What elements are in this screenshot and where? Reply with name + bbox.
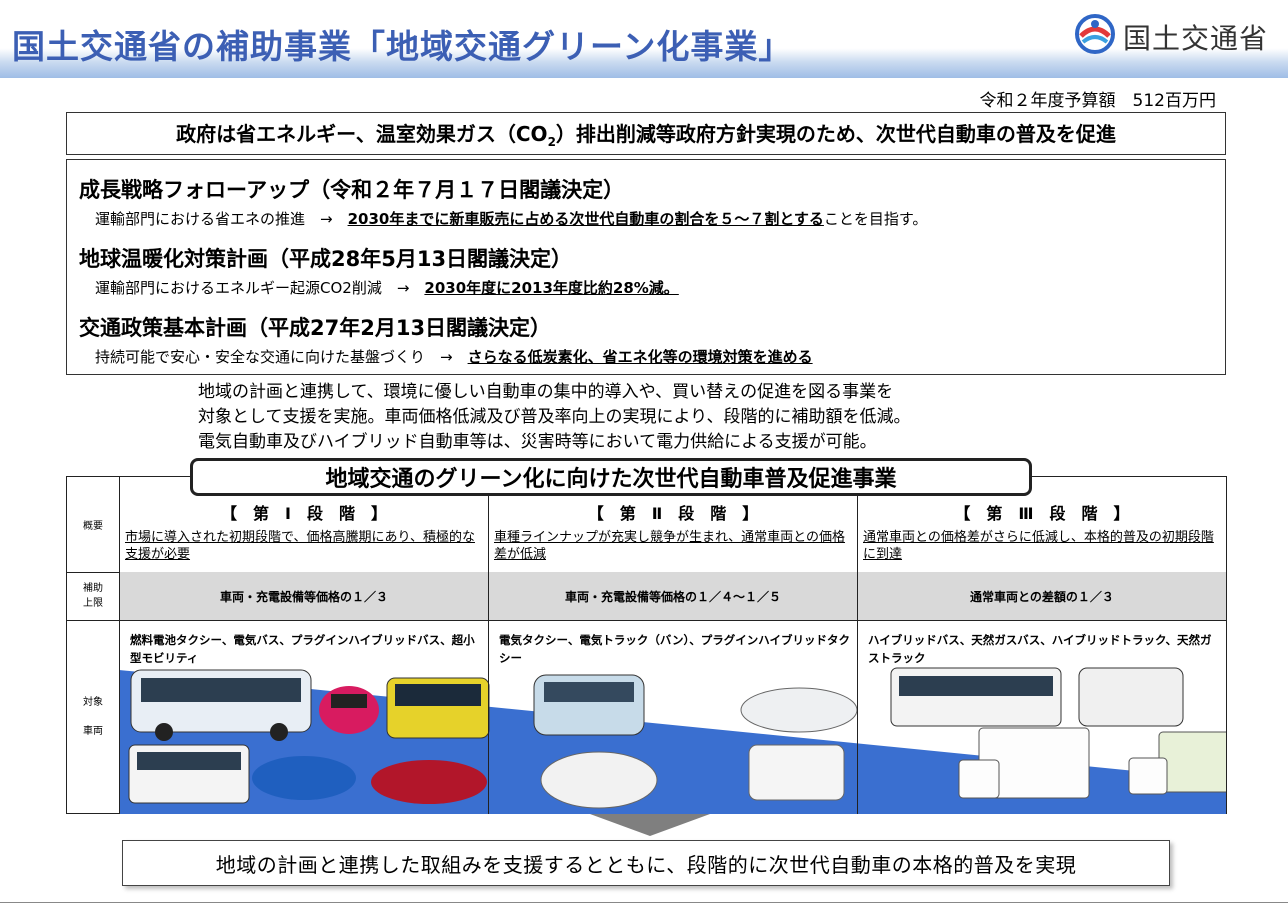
row-label-limit: 補助 上限 xyxy=(83,583,103,609)
mlit-logo: 国土交通省 xyxy=(1073,12,1283,56)
plan-desc: 運輸部門におけるエネルギー起源CO2削減 → 2030年度に2013年度比約28… xyxy=(79,277,679,298)
electric-van-image xyxy=(533,674,645,736)
stage-limit: 車両・充電設備等価格の１／３ xyxy=(120,572,488,620)
micro-mobility-image xyxy=(319,686,379,734)
stage-heading: 【 第 Ⅲ 段 階 】 xyxy=(954,504,1130,523)
program-table: 概要 補助 上限 対象 車両 【 第 Ⅰ 段 階 】 市場に導入された初期段階で… xyxy=(66,476,1227,814)
hybrid-bus-image xyxy=(128,744,250,804)
header-band xyxy=(0,0,1288,78)
plan-transport-policy: 交通政策基本計画（平成27年2月13日閣議決定） 持続可能で安心・安全な交通に向… xyxy=(79,312,813,367)
intro-line: 電気自動車及びハイブリッド自動車等は、災害時等において電力供給による支援が可能。 xyxy=(198,432,877,452)
electric-bus-image xyxy=(386,677,490,739)
intro-line: 地域の計画と連携して、環境に優しい自動車の集中的導入や、買い替えの促進を図る事業… xyxy=(198,382,894,402)
intro-text: 地域の計画と連携して、環境に優しい自動車の集中的導入や、買い替えの促進を図る事業… xyxy=(198,380,910,455)
plan-global-warming: 地球温暖化対策計画（平成28年5月13日閣議決定） 運輸部門におけるエネルギー起… xyxy=(79,243,679,298)
mlit-emblem-icon xyxy=(1075,14,1115,54)
budget-amount: 令和２年度予算額 512百万円 xyxy=(979,91,1216,111)
stage-vehicle-types: 電気タクシー、電気トラック（バン）、プラグインハイブリッドタクシー xyxy=(499,633,850,665)
row-label-vehicles-line1: 対象 xyxy=(83,697,103,708)
page-edge-line xyxy=(0,902,1288,903)
row-label-vehicles: 対象 車両 xyxy=(67,620,119,814)
electric-light-van-image xyxy=(748,744,845,801)
bus-image xyxy=(130,669,312,741)
minibus-image xyxy=(1078,667,1184,727)
row-label-overview: 概要 xyxy=(83,521,103,532)
plan-desc-emphasis: 2030年度に2013年度比約28%減。 xyxy=(424,279,679,297)
policy-text-before: 政府は省エネルギー、温室効果ガス（CO xyxy=(176,122,548,146)
stage-3-column: 【 第 Ⅲ 段 階 】 通常車両との価格差がさらに低減し、本格的普及の初期段階に… xyxy=(857,477,1226,814)
stage-heading: 【 第 Ⅱ 段 階 】 xyxy=(587,504,759,523)
plan-desc-lead: 運輸部門におけるエネルギー起源CO2削減 → xyxy=(95,279,425,297)
logo-text: 国土交通省 xyxy=(1123,22,1269,55)
phv-taxi-image xyxy=(540,751,658,809)
stage-vehicle-types: ハイブリッドバス、天然ガスバス、ハイブリッドトラック、天然ガストラック xyxy=(868,633,1212,665)
hybrid-truck-image xyxy=(958,727,1090,799)
natural-gas-bus-image xyxy=(890,667,1062,727)
down-arrow-icon xyxy=(590,814,710,836)
policy-box: 政府は省エネルギー、温室効果ガス（CO2）排出削減等政府方針実現のため、次世代自… xyxy=(66,112,1226,155)
stage-limit: 車両・充電設備等価格の１／４～１／５ xyxy=(489,572,857,620)
stage-heading: 【 第 Ⅰ 段 階 】 xyxy=(221,504,387,523)
plan-desc: 運輸部門における省エネの推進 → 2030年までに新車販売に占める次世代自動車の… xyxy=(79,208,927,229)
plan-desc-emphasis: 2030年までに新車販売に占める次世代自動車の割合を５～７割とする xyxy=(347,210,824,228)
plan-title: 交通政策基本計画（平成27年2月13日閣議決定） xyxy=(79,316,552,340)
plan-title: 地球温暖化対策計画（平成28年5月13日閣議決定） xyxy=(79,247,573,271)
page-title: 国土交通省の補助事業「地域交通グリーン化事業」 xyxy=(12,27,793,66)
stage-description: 通常車両との価格差がさらに低減し、本格的普及の初期段階に到達 xyxy=(863,530,1214,562)
plan-desc-lead: 運輸部門における省エネの推進 → xyxy=(95,210,348,228)
policy-statement: 政府は省エネルギー、温室効果ガス（CO2）排出削減等政府方針実現のため、次世代自… xyxy=(176,118,1116,149)
intro-line: 対象として支援を実施。車両価格低減及び普及率向上の実現により、段階的に補助額を低… xyxy=(198,407,911,427)
stage-limit: 通常車両との差額の１／３ xyxy=(858,572,1226,620)
stage-1-column: 【 第 Ⅰ 段 階 】 市場に導入された初期段階で、価格高騰期にあり、積極的な支… xyxy=(119,477,488,814)
plan-title: 成長戦略フォローアップ（令和２年７月１７日閣議決定） xyxy=(79,178,625,202)
plan-desc-lead: 持続可能で安心・安全な交通に向けた基盤づくり → xyxy=(95,348,468,366)
row-divider xyxy=(67,620,1226,621)
conclusion-box: 地域の計画と連携した取組みを支援するとともに、段階的に次世代自動車の本格的普及を… xyxy=(122,840,1170,886)
program-title: 地域交通のグリーン化に向けた次世代自動車普及促進事業 xyxy=(190,458,1032,496)
row-label-vehicles-line2: 車両 xyxy=(83,726,103,737)
policy-text-after: ）排出削減等政府方針実現のため、次世代自動車の普及を促進 xyxy=(555,122,1116,146)
fuel-cell-car-red-image xyxy=(371,760,487,804)
stage-description: 車種ラインナップが充実し競争が生まれ、通常車両との価格差が低減 xyxy=(494,530,846,562)
plans-box: 成長戦略フォローアップ（令和２年７月１７日閣議決定） 運輸部門における省エネの推… xyxy=(66,159,1226,375)
natural-gas-truck-image xyxy=(1128,731,1226,795)
vehicle-illustration xyxy=(119,667,1226,814)
plan-growth-strategy: 成長戦略フォローアップ（令和２年７月１７日閣議決定） 運輸部門における省エネの推… xyxy=(79,174,927,229)
stage-description: 市場に導入された初期段階で、価格高騰期にあり、積極的な支援が必要 xyxy=(125,530,475,562)
plan-desc-emphasis: さらなる低炭素化、省エネ化等の環境対策を進める xyxy=(467,348,813,366)
fuel-cell-car-image xyxy=(252,756,356,800)
policy-subscript: 2 xyxy=(547,135,556,149)
stage-vehicle-types: 燃料電池タクシー、電気バス、プラグインハイブリッドバス、超小型モビリティ xyxy=(130,633,475,665)
plan-desc-tail: ことを目指す。 xyxy=(823,210,928,228)
plan-desc: 持続可能で安心・安全な交通に向けた基盤づくり → さらなる低炭素化、省エネ化等の… xyxy=(79,346,813,367)
stage-2-column: 【 第 Ⅱ 段 階 】 車種ラインナップが充実し競争が生まれ、通常車両との価格差… xyxy=(488,477,857,814)
